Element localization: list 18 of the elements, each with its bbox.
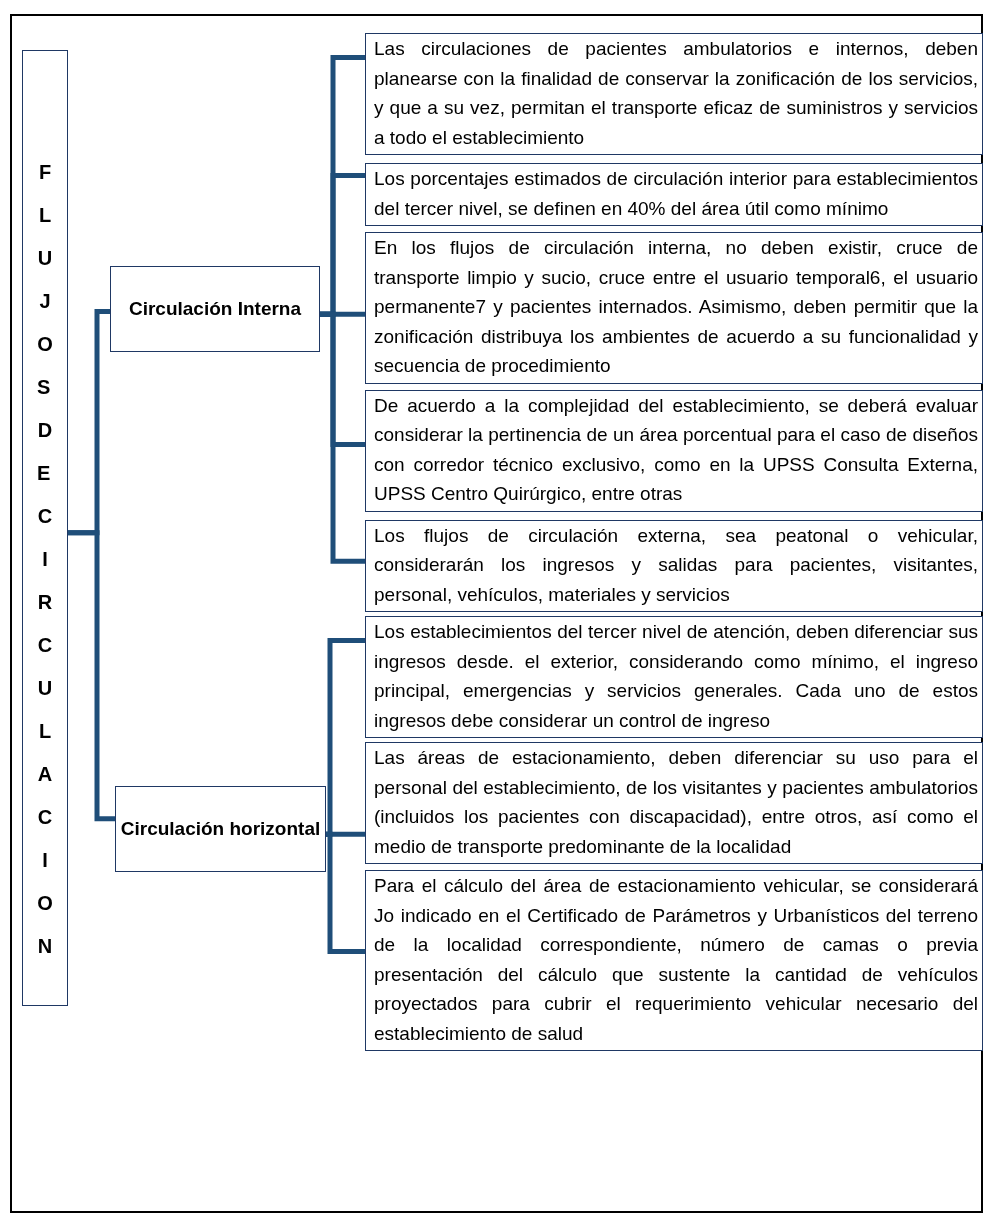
vertical-title: FLUJOS DE CIRCULACION [37, 160, 53, 959]
description-text: Las áreas de estacionamiento, deben diferenciar su uso para el personal del establecimiento, de los visitantes y pacientes ambulatorios (incluidos los pacientes con discapacidad), entre otros, así como el medio de transporte predominante de la localidad [373, 746, 979, 859]
connector-line [320, 311, 365, 564]
text-box [365, 163, 983, 226]
category-label: Circulación Interna [128, 297, 302, 321]
connector-line [326, 831, 365, 954]
description-text: De acuerdo a la complejidad del establecimiento, se deberá evaluar considerar la pertinencia de un área porcentual para el caso de diseños con corredor técnico exclusivo, como en la UPSS Consulta Externa, UPSS Centro Quirúrgico, entre otras [373, 393, 979, 506]
description-text: Los porcentajes estimados de circulación interior para establecimientos del tercer nivel, se definen en 40% del área útil como mínimo [373, 167, 979, 221]
category-box [110, 266, 320, 352]
category-box [115, 786, 326, 872]
title-box [22, 50, 68, 1006]
category-label: Circulación horizontal [120, 817, 321, 841]
description-text: Los establecimientos del tercer nivel de atención, deben diferenciar sus ingresos desde. el exterior, considerando como mínimo, el ingreso principal, emergencias y servicios generales. Cada uno de estos ingresos debe considerar un control de ingreso [373, 620, 979, 733]
description-text: En los flujos de circulación interna, no deben existir, cruce de transporte limpio y sucio, cruce entre el usuario temporal6, el usuario permanente7 y pacientes internados. Asimismo, deben permitir que la zonificación distribuya los ambientes de acuerdo a su funcionalidad y secuencia de procedimiento [373, 236, 979, 378]
description-text: Las circulaciones de pacientes ambulatorios e internos, deben planearse con la finalidad de conservar la zonificación de los servicios, y que a su vez, permitan el transporte eficaz de suministros y servicios a todo el establecimiento [373, 37, 979, 150]
connector-line [68, 530, 115, 822]
description-text: Para el cálculo del área de estacionamiento vehicular, se considerará Jo indicado en el Certificado de Parámetros y Urbanísticos del terreno de la localidad correspondiente, número de camas o previa presentación del cálculo que sustente la cantidad de vehículos proyectados para cubrir el requerimiento vehicular necesario del establecimiento de salud [373, 874, 979, 1046]
description-text: Los flujos de circulación externa, sea peatonal o vehicular, considerarán los ingresos y salidas para pacientes, visitantes, personal, vehículos, materiales y servicios [373, 523, 979, 607]
